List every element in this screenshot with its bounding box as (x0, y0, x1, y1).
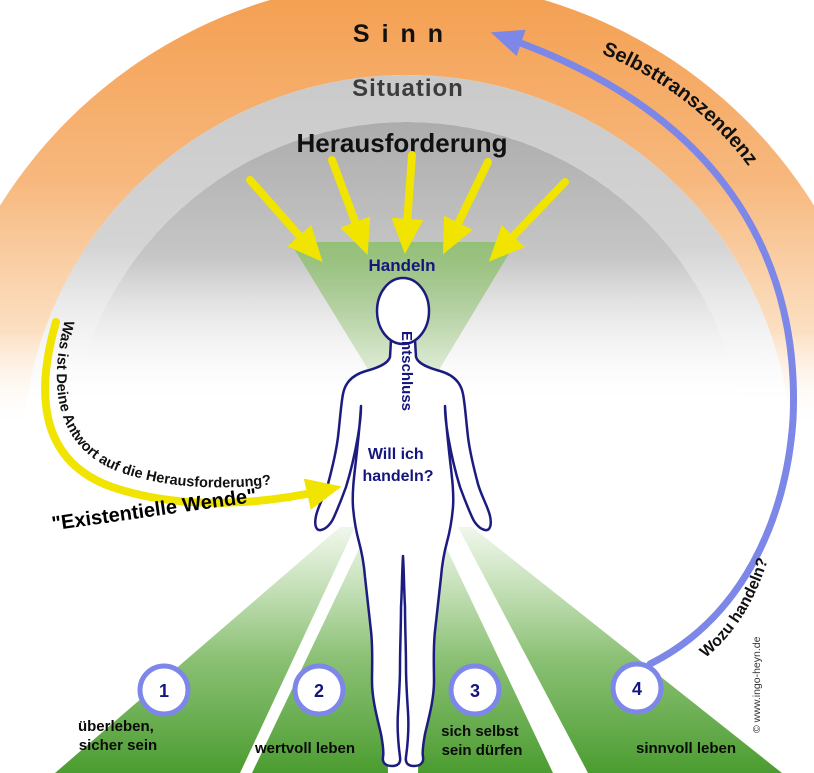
beam-3-label-line2: sein dürfen (442, 742, 523, 759)
challenge-arrows (246, 151, 569, 262)
human-figure (313, 276, 493, 768)
challenge-arrow (328, 156, 371, 255)
circle-numbers: 1 2 3 4 (159, 679, 642, 701)
circle-3 (448, 663, 502, 717)
circle-4 (610, 661, 664, 715)
beam-4-label: sinnvoll leben (636, 740, 736, 757)
value-beams (55, 527, 782, 773)
beam-4-label-line1: sinnvoll leben (636, 740, 736, 757)
beam-1-label-line1: überleben, (78, 718, 154, 735)
circle-2-number: 2 (314, 681, 324, 701)
will-ich-line2: handeln? (362, 468, 433, 485)
circle-3-number: 3 (470, 681, 480, 701)
circle-4-number: 4 (632, 679, 642, 699)
value-circles (137, 661, 664, 717)
situation-label: Situation (352, 75, 464, 102)
circle-2 (292, 663, 346, 717)
beam-3-label: sich selbst sein dürfen (441, 723, 523, 759)
figure-body (313, 338, 493, 768)
beam-2-label-line1: wertvoll leben (254, 740, 355, 757)
challenge-arrow (246, 176, 323, 262)
entschluss-label: Entschluss (398, 331, 415, 411)
beam-3-label-line1: sich selbst (441, 723, 519, 740)
beam-3 (418, 530, 553, 773)
beam-2-label: wertvoll leben (254, 740, 355, 757)
challenge-arrow (391, 151, 424, 254)
figure-head (375, 276, 431, 346)
beam-labels: überleben, sicher sein wertvoll leben si… (78, 718, 736, 759)
will-ich-label: Will ich handeln? (362, 446, 433, 485)
selbsttranszendenz-arrow (490, 29, 798, 668)
existential-turn-arrow (41, 318, 342, 510)
beam-1 (55, 527, 355, 773)
sinn-label: Sinn (353, 20, 455, 48)
will-ich-line1: Will ich (368, 446, 424, 463)
herausforderung-label: Herausforderung (297, 128, 508, 158)
challenge-arrow (488, 178, 569, 262)
beam-1-label-line2: sicher sein (79, 737, 157, 754)
handeln-label: Handeln (368, 256, 435, 275)
circle-1 (137, 663, 191, 717)
challenge-arrow (442, 158, 492, 255)
circle-1-number: 1 (159, 681, 169, 701)
beam-1-label: überleben, sicher sein (78, 718, 158, 754)
beam-2 (252, 530, 388, 773)
copyright-text: © www.ingo-heyn.de (751, 636, 763, 733)
beam-4 (458, 527, 782, 773)
